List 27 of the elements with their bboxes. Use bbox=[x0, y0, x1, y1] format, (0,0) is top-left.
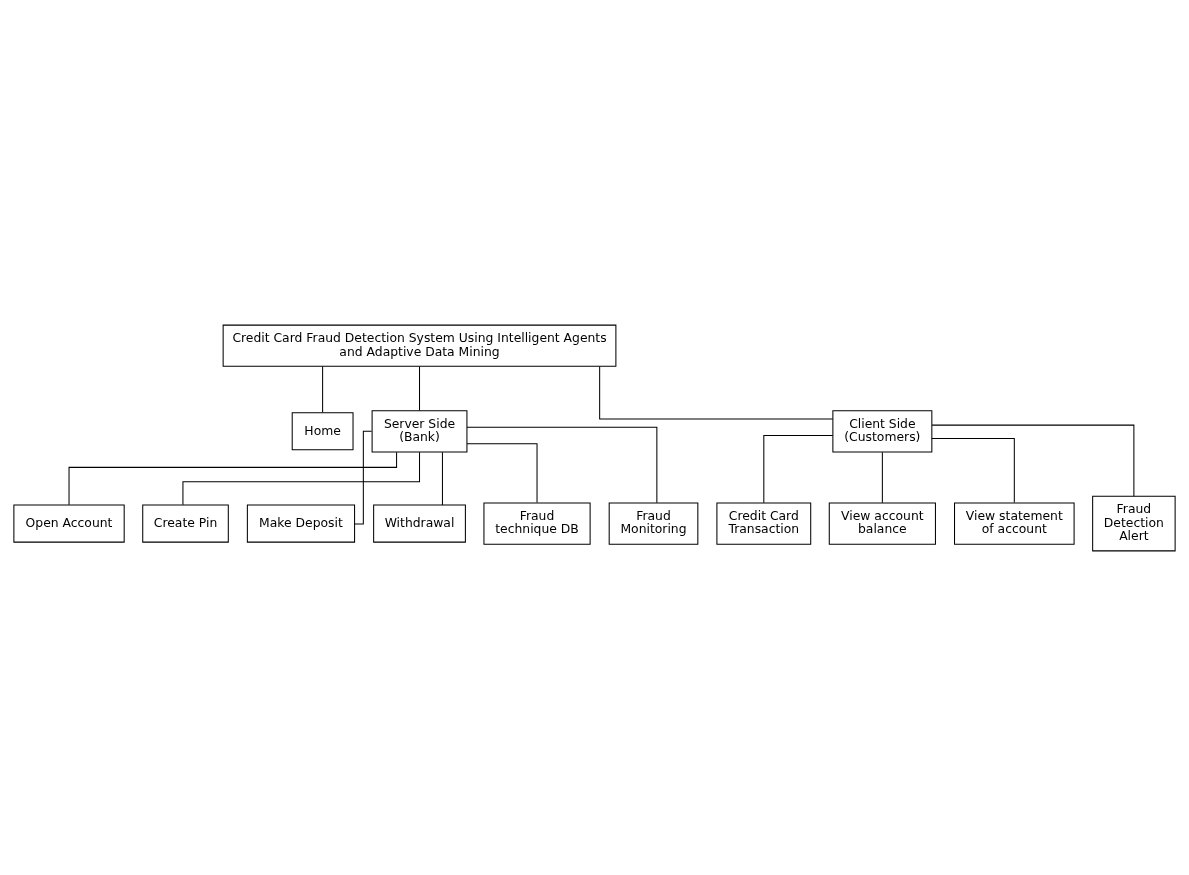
node-box: Fraud Detection Alert bbox=[1092, 495, 1176, 551]
node-box: Make Deposit bbox=[246, 504, 356, 543]
connector bbox=[466, 442, 538, 503]
connector bbox=[881, 451, 883, 503]
node-box: Fraud Monitoring bbox=[608, 501, 699, 545]
node-box: Server Side (Bank) bbox=[371, 409, 468, 452]
connector bbox=[931, 424, 1135, 497]
node-box: View statement of account bbox=[954, 501, 1075, 545]
node-box: Fraud technique DB bbox=[483, 501, 591, 545]
connector bbox=[322, 365, 324, 413]
node-box: Home bbox=[291, 411, 354, 450]
connector bbox=[68, 451, 398, 505]
node-box: Client Side (Customers) bbox=[832, 409, 933, 452]
connector bbox=[354, 430, 373, 525]
node-box: Credit Card Fraud Detection System Using Intelligent Agents and Adaptive Data Mining bbox=[222, 324, 617, 367]
connector bbox=[419, 365, 421, 411]
node-box: Create Pin bbox=[142, 504, 229, 543]
connector bbox=[599, 365, 834, 419]
node-box: View account balance bbox=[828, 501, 936, 545]
connector bbox=[441, 451, 443, 505]
connector bbox=[182, 451, 421, 505]
connector bbox=[931, 437, 1015, 503]
node-box: Withdrawal bbox=[373, 504, 466, 543]
node-box: Open Account bbox=[13, 504, 125, 543]
node-box: Credit Card Transaction bbox=[716, 501, 812, 545]
connector bbox=[466, 426, 658, 503]
connector bbox=[763, 434, 834, 503]
